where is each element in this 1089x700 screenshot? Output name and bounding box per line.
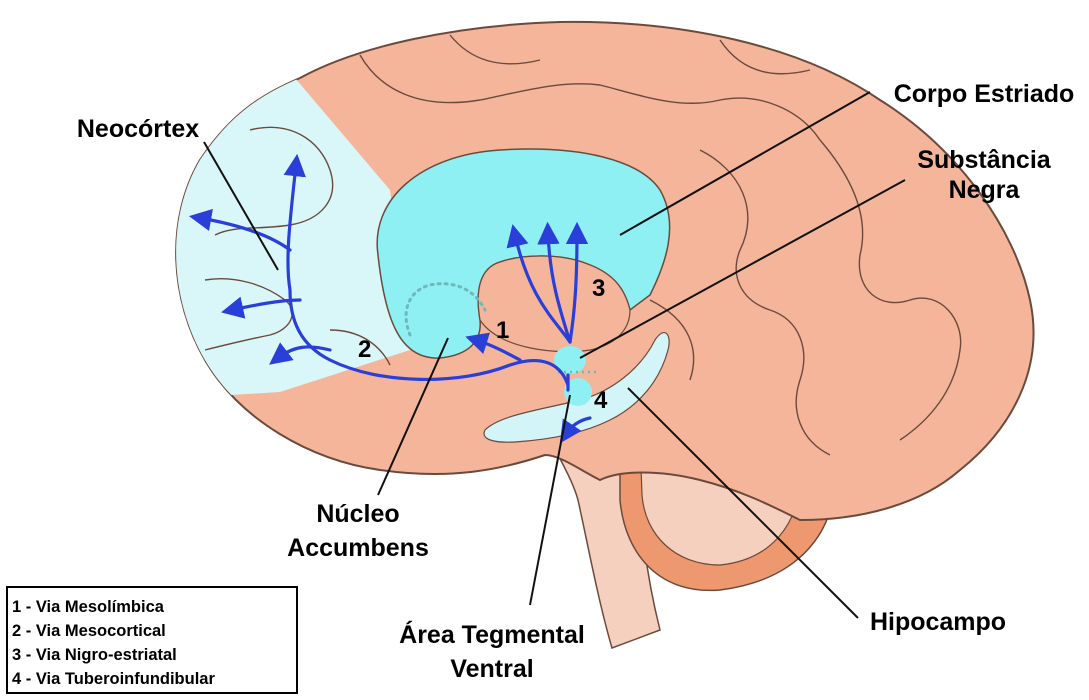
- label-corpo-estriado: Corpo Estriado: [894, 80, 1075, 108]
- pathway-number-1: 1: [496, 317, 509, 344]
- pathway-number-3: 3: [592, 275, 605, 302]
- pathway-number-4: 4: [594, 387, 608, 414]
- legend-item: 2 - Via Mesocortical: [12, 619, 290, 643]
- legend-item: 1 - Via Mesolímbica: [12, 595, 290, 619]
- label-area-tegmental-2: Ventral: [450, 655, 533, 683]
- legend-item: 4 - Via Tuberoinfundibular: [12, 667, 290, 691]
- legend-box: 1 - Via Mesolímbica 2 - Via Mesocortical…: [6, 586, 298, 694]
- label-substancia-negra-1: Substância: [917, 146, 1051, 174]
- legend-item: 3 - Via Nigro-estriatal: [12, 643, 290, 667]
- label-hipocampo: Hipocampo: [870, 608, 1006, 636]
- label-area-tegmental-1: Área Tegmental: [399, 620, 585, 649]
- label-nucleo-1: Núcleo: [316, 500, 399, 528]
- label-substancia-negra-2: Negra: [949, 176, 1021, 204]
- pathway-number-2: 2: [358, 336, 371, 363]
- label-nucleo-2: Accumbens: [287, 534, 429, 562]
- label-neocortex: Neocórtex: [77, 115, 199, 143]
